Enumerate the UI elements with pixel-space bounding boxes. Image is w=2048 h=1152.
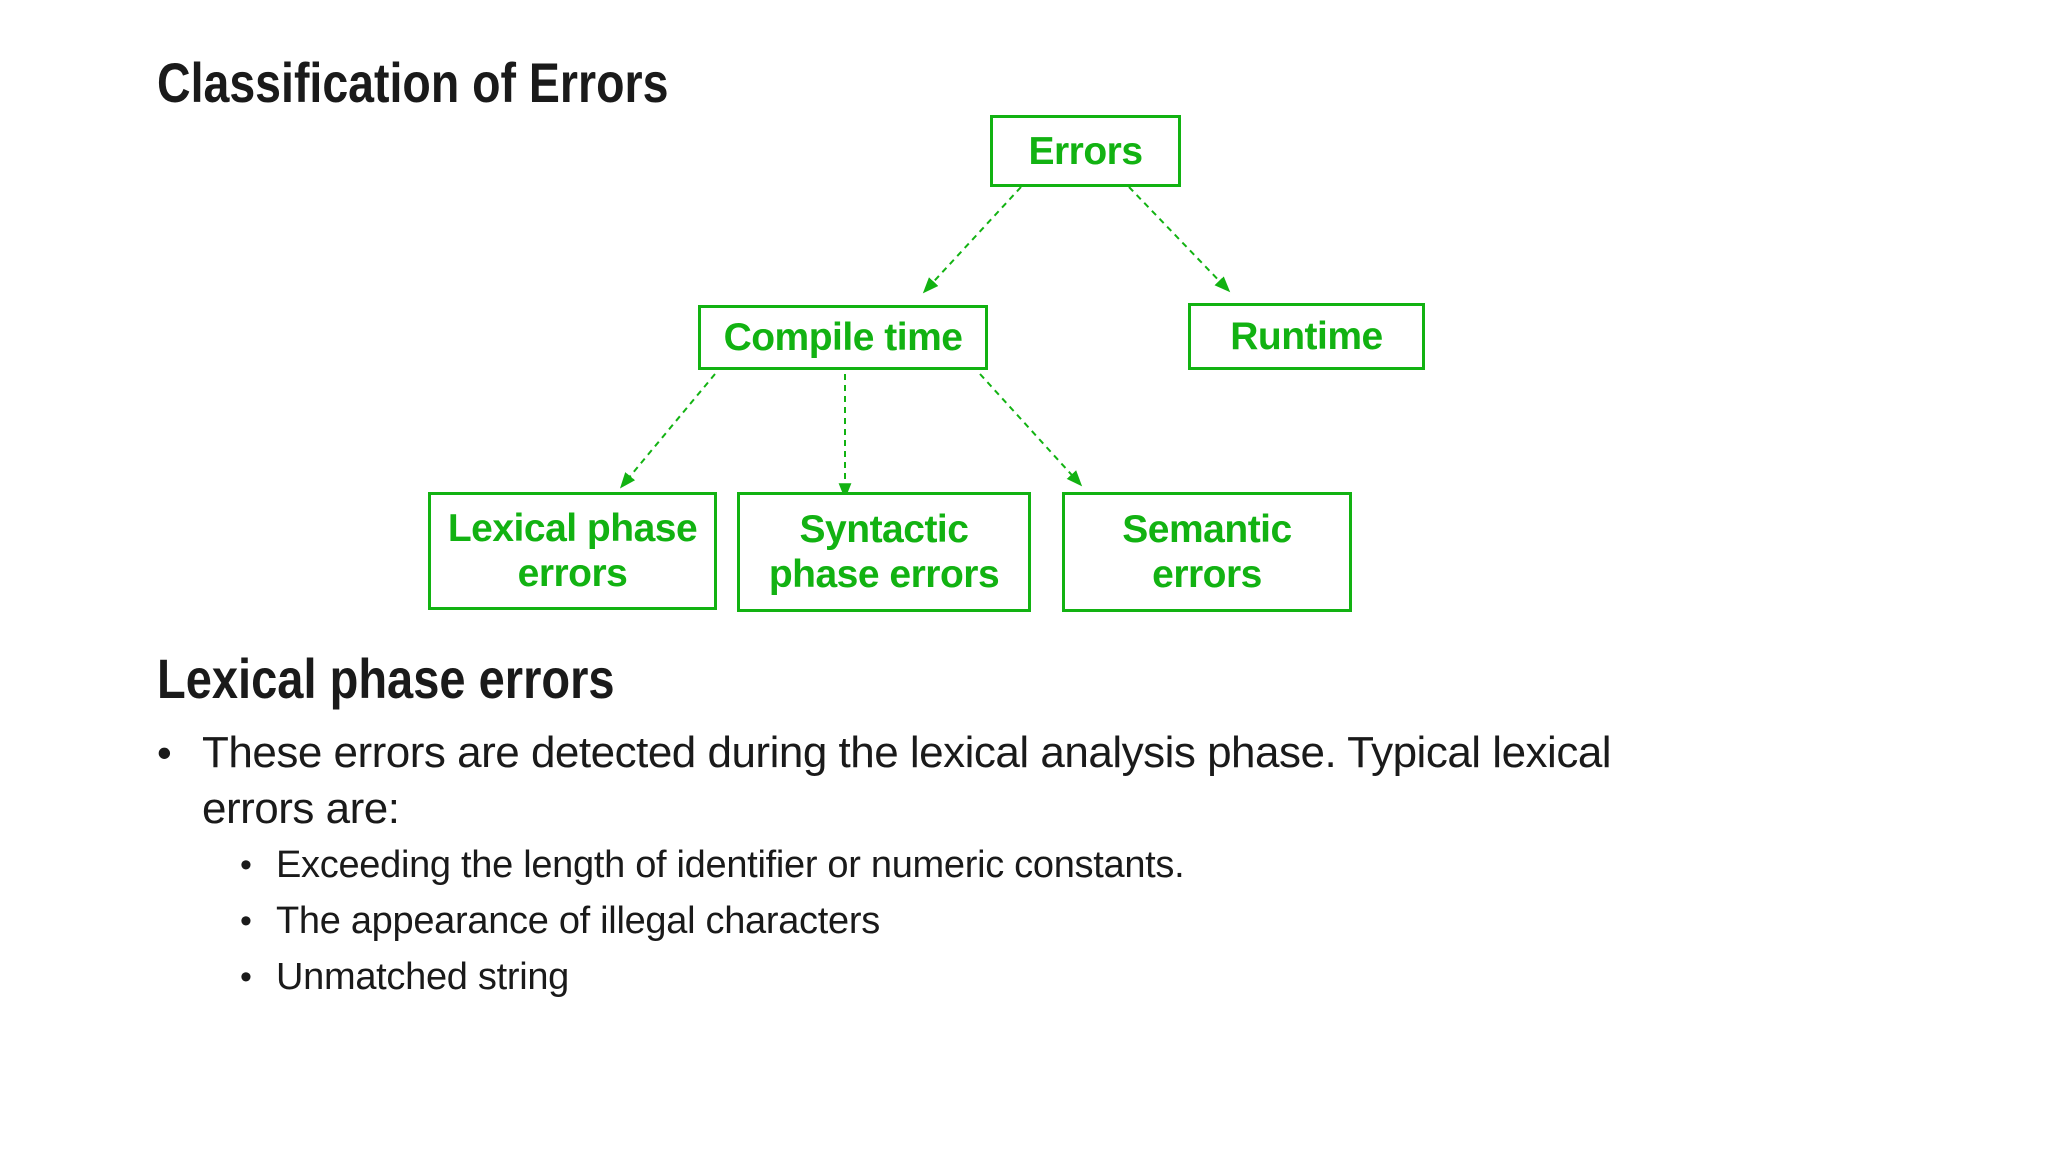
page-title: Classification of Errors <box>157 51 669 114</box>
node-lexical-label-line1: Lexical phase <box>447 507 698 550</box>
node-syntactic-label-line1: Syntactic <box>799 508 969 551</box>
sub-bullet-marker: • <box>240 902 252 940</box>
sub-bullet-marker: • <box>240 846 252 884</box>
node-semantic-label-line2: errors <box>1152 553 1262 596</box>
arrow-compile-to-semantic <box>979 373 1083 487</box>
bullet-text: These errors are detected during the lex… <box>202 725 1612 837</box>
node-compile-time-label: Compile time <box>723 316 963 359</box>
node-syntactic-label-line2: phase errors <box>768 553 1000 596</box>
node-runtime-label: Runtime <box>1230 315 1383 358</box>
body-text: • These errors are detected during the l… <box>157 725 1937 1005</box>
bullet-item: • These errors are detected during the l… <box>157 725 1937 837</box>
bullet-text-line1: These errors are detected during the lex… <box>202 728 1612 777</box>
node-semantic-label-line1: Semantic <box>1122 508 1292 551</box>
sub-bullet-marker: • <box>240 958 252 996</box>
sub-bullet-text: The appearance of illegal characters <box>276 900 880 942</box>
node-lexical-phase-errors: Lexical phase errors <box>428 492 717 610</box>
node-lexical-label-line2: errors <box>517 552 628 595</box>
node-errors: Errors <box>990 115 1181 187</box>
sub-bullet-item: • Unmatched string <box>240 949 1937 1005</box>
sub-bullet-text: Unmatched string <box>276 956 570 998</box>
sub-bullet-item: • Exceeding the length of identifier or … <box>240 837 1937 893</box>
node-syntactic-phase-errors: Syntactic phase errors <box>737 492 1031 612</box>
arrow-errors-to-compile-time <box>922 186 1022 294</box>
node-semantic-errors: Semantic errors <box>1062 492 1352 612</box>
section-heading: Lexical phase errors <box>157 647 615 710</box>
bullet-marker: • <box>157 729 172 776</box>
node-compile-time: Compile time <box>698 305 988 370</box>
arrow-errors-to-runtime <box>1128 186 1231 293</box>
bullet-text-line2: errors are: <box>202 784 400 833</box>
sub-bullet-list: • Exceeding the length of identifier or … <box>240 837 1937 1005</box>
sub-bullet-text: Exceeding the length of identifier or nu… <box>276 844 1185 886</box>
sub-bullet-item: • The appearance of illegal characters <box>240 893 1937 949</box>
node-errors-label: Errors <box>1028 129 1143 173</box>
node-runtime: Runtime <box>1188 303 1425 370</box>
arrow-compile-to-lexical <box>619 373 716 489</box>
